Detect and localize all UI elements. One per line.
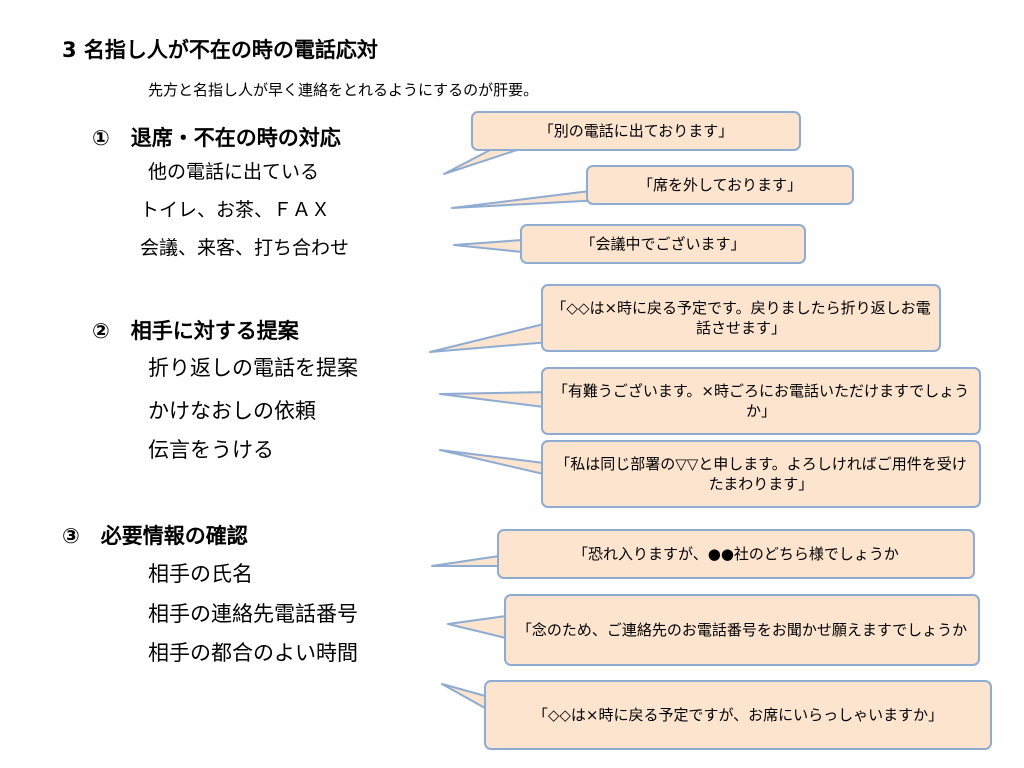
section-heading: ② 相手に対する提案 xyxy=(92,319,299,343)
page-title: 3 名指し人が不在の時の電話応対 xyxy=(62,38,378,62)
speech-callout: 「席を外しております」 xyxy=(586,165,854,205)
callout-pointer xyxy=(447,615,507,639)
section-heading: ③ 必要情報の確認 xyxy=(62,524,248,548)
callout-pointer xyxy=(431,555,500,567)
section-heading: ① 退席・不在の時の対応 xyxy=(92,126,341,150)
list-item: 相手の氏名 xyxy=(148,562,253,586)
intro-text: 先方と名指し人が早く連絡をとれるようにするのが肝要。 xyxy=(148,81,539,99)
list-item: かけなおしの依頼 xyxy=(148,399,316,423)
speech-callout: 「◇◇は×時に戻る予定です。戻りましたら折り返しお電話させます」 xyxy=(541,284,941,352)
speech-callout: 「恐れ入りますが、●●社のどちら様でしょうか xyxy=(497,529,975,579)
speech-callout: 「念のため、ご連絡先のお電話番号をお聞かせ願えますでしょうか xyxy=(504,594,980,666)
callout-pointer xyxy=(443,148,521,175)
speech-callout: 「会議中でございます」 xyxy=(520,224,806,264)
speech-callout: 「◇◇は×時に戻る予定ですが、お席にいらっしゃいますか」 xyxy=(484,680,992,750)
speech-callout: 「有難うございます。×時ごろにお電話いただけますでしょうか」 xyxy=(541,367,981,435)
list-item: 伝言をうける xyxy=(148,438,274,462)
callout-pointer xyxy=(439,391,553,409)
speech-callout: 「私は同じ部署の▽▽と申します。よろしければご用件を受けたまわります」 xyxy=(541,440,981,508)
list-item: 相手の連絡先電話番号 xyxy=(148,602,358,626)
list-item: 会議、来客、打ち合わせ xyxy=(140,237,350,259)
list-item: トイレ、お茶、ＦＡＸ xyxy=(140,199,331,221)
callout-pointer xyxy=(453,239,523,253)
list-item: 折り返しの電話を提案 xyxy=(148,356,358,380)
list-item: 相手の都合のよい時間 xyxy=(148,641,358,665)
list-item: 他の電話に出ている xyxy=(148,161,320,183)
speech-callout: 「別の電話に出ております」 xyxy=(471,111,801,151)
callout-pointer xyxy=(439,449,553,477)
